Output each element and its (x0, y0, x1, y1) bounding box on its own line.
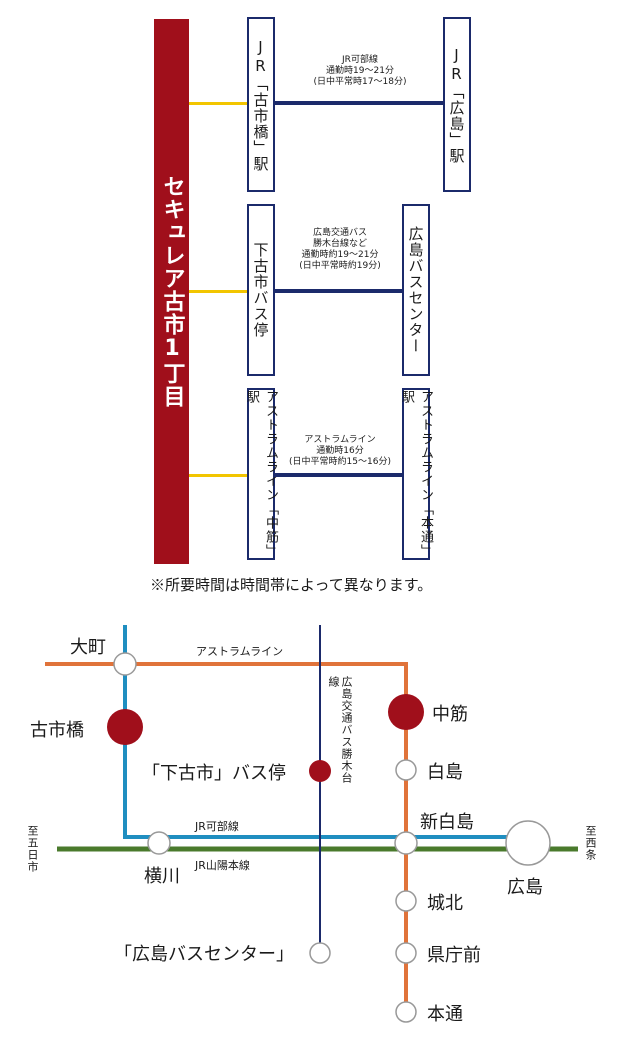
direction-west: 至五日市 (26, 825, 39, 873)
route1-origin: JR「古市橋」駅 (251, 37, 270, 172)
station-shinhakushima (394, 831, 418, 855)
route2-line (275, 289, 403, 293)
route3-connector (189, 474, 248, 477)
station-bus-center (309, 942, 331, 964)
station-hiroshima (505, 820, 551, 866)
kabe-line (123, 625, 528, 839)
direction-east: 至西条 (584, 825, 597, 861)
station-kenchomae (395, 942, 417, 964)
route1-destination: JR「広島」駅 (447, 45, 466, 164)
label-shinhakushima: 新白島 (420, 812, 474, 833)
route2-origin: 下古市バス停 (251, 242, 270, 338)
label-nakasuji: 中筋 (432, 704, 468, 725)
label-johoku: 城北 (427, 893, 463, 914)
label-bus-center: 「広島バスセンター」 (114, 944, 294, 965)
route3-origin: アストラムライン「中筋」駅 (244, 390, 278, 558)
station-omachi (113, 652, 137, 676)
label-omachi: 大町 (70, 637, 106, 658)
label-hakushima: 白島 (427, 762, 463, 783)
label-shimofuruichi: 「下古市」バス停 (142, 763, 286, 784)
route3-origin-box: アストラムライン「中筋」駅 (244, 388, 278, 560)
station-furuichibashi (107, 709, 143, 745)
label-hiroshima: 広島 (507, 877, 543, 898)
label-astram-line: アストラムライン (196, 645, 284, 658)
route2-destination: 広島バスセンター (406, 226, 425, 354)
label-hondori: 本通 (427, 1004, 463, 1025)
station-hondori (395, 1001, 417, 1023)
route1-destination-box: JR「広島」駅 (443, 17, 471, 192)
travel-time-note: ※所要時間は時間帯によって異なります。 (150, 576, 433, 594)
property-name: セキュレア古市1丁目 (159, 175, 185, 408)
route1-line (275, 101, 444, 105)
route3-destination: アストラムライン「本通」駅 (399, 390, 433, 558)
station-shimofuruichi (309, 760, 331, 782)
label-kabe-line: JR可部線 (195, 820, 239, 833)
route2-destination-box: 広島バスセンター (402, 204, 430, 376)
label-kenchomae: 県庁前 (427, 945, 481, 966)
route1-connector (189, 102, 248, 105)
property-name-bar: セキュレア古市1丁目 (154, 19, 189, 564)
station-nakasuji (388, 694, 424, 730)
route1-origin-box: JR「古市橋」駅 (247, 17, 275, 192)
route2-origin-box: 下古市バス停 (247, 204, 275, 376)
label-sanyo-line: JR山陽本線 (195, 859, 250, 872)
label-yokogawa: 横川 (144, 866, 180, 887)
station-yokogawa (147, 831, 171, 855)
route2-connector (189, 290, 248, 293)
label-bus-line: 広島交通バス勝木台線 (327, 676, 353, 784)
station-hakushima (395, 759, 417, 781)
label-furuichibashi: 古市橋 (30, 720, 84, 741)
route3-line (275, 473, 403, 477)
route2-info: 広島交通バス 勝木台線など 通勤時約19～21分 (日中平常時約19分) (299, 228, 381, 271)
route3-destination-box: アストラムライン「本通」駅 (399, 388, 433, 560)
route1-info: JR可部線 通勤時19～21分 (日中平常時17～18分) (313, 55, 407, 87)
station-johoku (395, 890, 417, 912)
route3-info: アストラムライン 通勤時16分 (日中平常時約15～16分) (289, 435, 391, 467)
